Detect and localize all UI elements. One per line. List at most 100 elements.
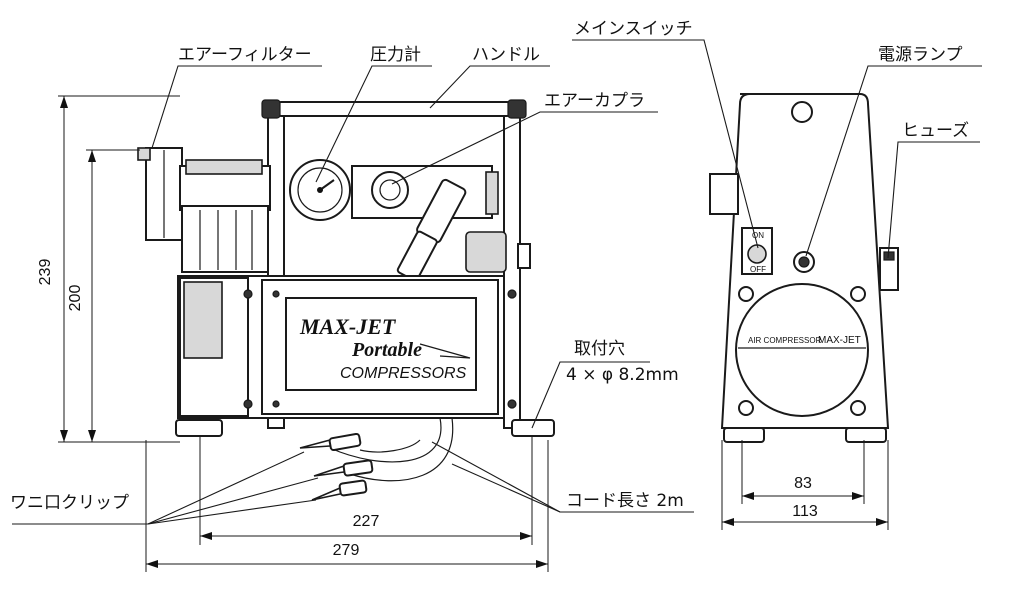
air-coupler-ring bbox=[371, 171, 409, 209]
leader-air-coupler bbox=[391, 111, 658, 185]
label-alligator-clip: ワニ口クリップ bbox=[10, 493, 129, 513]
plate-swoosh bbox=[419, 343, 471, 359]
dim-200-text: 200 bbox=[67, 285, 84, 312]
side-filter-stub bbox=[709, 173, 739, 215]
dim-83-text: 83 bbox=[794, 475, 812, 492]
dim-200-arrow-top bbox=[88, 150, 96, 162]
switch-off-mark: OFF bbox=[750, 265, 766, 274]
air-coupler-inner bbox=[379, 179, 401, 201]
dim-200-arrow-bottom bbox=[88, 430, 96, 442]
front-left-foot bbox=[175, 419, 223, 437]
leader-pressure-gauge bbox=[315, 65, 432, 183]
plate-model: Portable bbox=[351, 339, 422, 361]
dim-239-arrow-bottom bbox=[60, 430, 68, 442]
handle-left-nut bbox=[261, 99, 281, 119]
side-plate-left: AIR COMPRESSOR bbox=[748, 336, 822, 345]
dim-113-arrow-right bbox=[876, 518, 888, 526]
dim-239-text: 239 bbox=[37, 259, 54, 286]
cylinder-fins bbox=[181, 205, 269, 273]
dim-227-text: 227 bbox=[353, 513, 380, 530]
leader-fuse bbox=[887, 141, 980, 259]
leader-handle bbox=[429, 65, 550, 109]
power-cord-1 bbox=[329, 417, 442, 463]
bolt-6 bbox=[272, 400, 280, 408]
dim-239-arrow-top bbox=[60, 96, 68, 108]
side-top-hole bbox=[791, 101, 813, 123]
front-switch-lever bbox=[517, 243, 531, 269]
side-fuse-cap bbox=[883, 251, 895, 261]
front-view: MAX-JET Portable COMPRESSORS bbox=[137, 99, 555, 501]
power-lamp-lens bbox=[798, 256, 810, 268]
bolt-5 bbox=[272, 290, 280, 298]
label-handle: ハンドル bbox=[472, 45, 540, 65]
leader-clip-1 bbox=[12, 451, 305, 525]
side-plate-right: MAX-JET bbox=[818, 335, 861, 346]
switch-on-mark: ON bbox=[752, 231, 764, 240]
leader-clip-3 bbox=[147, 499, 317, 525]
motor-bracket bbox=[183, 281, 223, 359]
clip-lower-grip-2 bbox=[338, 479, 368, 497]
side-left-foot bbox=[723, 427, 765, 443]
cylinder-cap bbox=[185, 159, 263, 175]
alligator-clip-lower bbox=[311, 459, 374, 501]
side-hole-4 bbox=[850, 400, 866, 416]
air-hose-nozzle bbox=[396, 178, 467, 282]
dim-279-text: 279 bbox=[333, 542, 360, 559]
side-hole-3 bbox=[738, 400, 754, 416]
label-mount-hole: 取付穴 bbox=[574, 339, 625, 359]
dim-227-arrow-right bbox=[520, 532, 532, 540]
manifold-end-cap bbox=[485, 171, 499, 215]
product-plate bbox=[285, 297, 477, 391]
leader-lines bbox=[12, 39, 982, 525]
power-cord-3 bbox=[359, 439, 421, 453]
power-cord-2 bbox=[349, 417, 454, 482]
side-view: ON OFF AIR COMPRESSOR MAX-JET bbox=[709, 93, 899, 443]
front-dimensions: 239 200 227 279 bbox=[37, 95, 549, 572]
side-hole-1 bbox=[738, 286, 754, 302]
clip-upper-grip bbox=[328, 432, 362, 452]
dim-227-arrow-left bbox=[200, 532, 212, 540]
side-right-foot bbox=[845, 427, 887, 443]
side-motor-disk bbox=[735, 283, 869, 417]
pressure-gauge-pivot bbox=[317, 187, 323, 193]
label-pressure-gauge: 圧力計 bbox=[370, 45, 421, 65]
leader-air-filter bbox=[151, 65, 322, 149]
labels: エアーフィルター 圧力計 ハンドル エアーカプラ メインスイッチ 電源ランプ ヒ… bbox=[10, 19, 969, 513]
dim-279-arrow-left bbox=[146, 560, 158, 568]
clip-lower-grip bbox=[342, 459, 374, 477]
clip-lower-jaw-2 bbox=[311, 487, 341, 501]
label-cord-length: コード長さ 2m bbox=[566, 491, 684, 511]
main-switch-knob bbox=[747, 244, 767, 264]
clip-lower-jaw bbox=[313, 465, 345, 477]
plate-subtitle: COMPRESSORS bbox=[340, 365, 467, 382]
side-hole-2 bbox=[850, 286, 866, 302]
leader-cord-2 bbox=[451, 463, 561, 513]
dim-113-arrow-left bbox=[722, 518, 734, 526]
label-main-switch: メインスイッチ bbox=[574, 19, 693, 39]
label-mount-hole-spec: 4 × φ 8.2mm bbox=[566, 365, 679, 385]
handle-bar bbox=[277, 101, 511, 117]
label-air-filter: エアーフィルター bbox=[178, 45, 312, 65]
bolt-2 bbox=[243, 399, 253, 409]
label-fuse: ヒューズ bbox=[902, 121, 969, 141]
side-dimensions: 83 113 bbox=[721, 440, 889, 530]
front-switch-body bbox=[465, 231, 507, 273]
alligator-clip-upper bbox=[299, 432, 362, 452]
dim-83-arrow-right bbox=[852, 492, 864, 500]
leader-clip-2 bbox=[147, 477, 319, 525]
leader-power-lamp bbox=[805, 65, 982, 257]
handle-right-nut bbox=[507, 99, 527, 119]
clip-upper-jaw bbox=[299, 439, 331, 449]
leader-mount-hole bbox=[531, 361, 650, 429]
dim-83-arrow-left bbox=[742, 492, 754, 500]
leader-main-switch bbox=[572, 39, 759, 249]
air-filter-cap bbox=[137, 147, 151, 161]
dim-113-text: 113 bbox=[792, 503, 818, 520]
label-air-coupler: エアーカプラ bbox=[544, 91, 645, 111]
bolt-3 bbox=[507, 289, 517, 299]
pressure-gauge-face bbox=[297, 167, 343, 213]
dim-279-arrow-right bbox=[536, 560, 548, 568]
bolt-4 bbox=[507, 399, 517, 409]
